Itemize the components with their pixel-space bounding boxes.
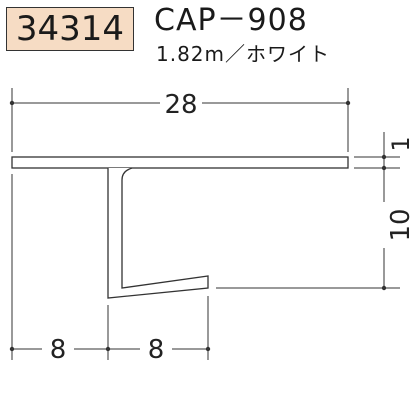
dim-dot: [345, 100, 351, 106]
spec-line: 1.82m／ホワイト: [156, 42, 330, 66]
dim-dot: [105, 346, 111, 352]
dim-dot: [381, 154, 387, 160]
dim-dot: [381, 165, 387, 171]
dim-dot: [381, 285, 387, 291]
dim-label-flange-thickness: 1: [387, 136, 415, 151]
dim-label-web-height: 10: [386, 208, 416, 241]
dim-dot: [205, 346, 211, 352]
dim-label-right-segment: 8: [148, 335, 165, 365]
color-name: ホワイト: [246, 42, 331, 66]
dim-label-overall-width: 28: [164, 90, 197, 120]
model-name: CAP－908: [154, 3, 308, 38]
dim-dot: [9, 100, 15, 106]
dimension-dots: [9, 100, 387, 352]
dimension-lines: [11, 88, 400, 360]
length-value: 1.82m: [156, 42, 226, 66]
spec-separator: ／: [225, 42, 247, 66]
profile-top-flange: [11, 156, 349, 169]
profile-shape-group: [11, 156, 349, 299]
product-code-badge: 34314: [6, 7, 134, 51]
profile-web: [107, 167, 209, 299]
dim-dot: [9, 346, 15, 352]
dim-label-left-segment: 8: [50, 335, 67, 365]
